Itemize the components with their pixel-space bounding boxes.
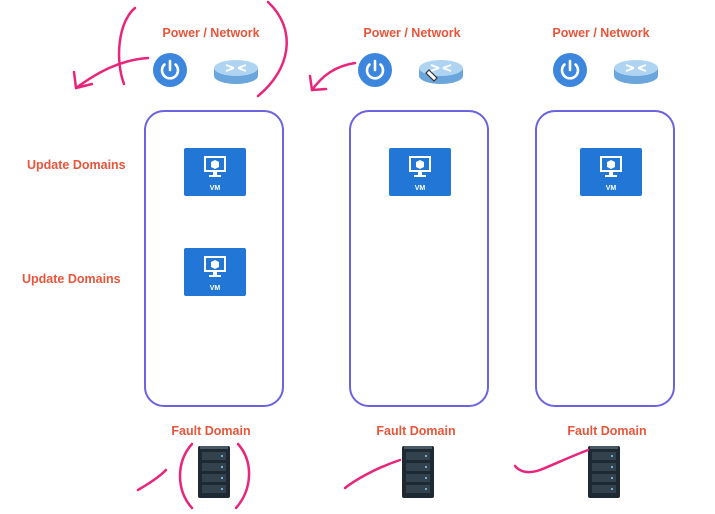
column-2-title: Power / Network — [363, 26, 461, 40]
fault-domain-box-2 — [349, 110, 489, 407]
vm-label: VM — [209, 285, 221, 292]
fault-domain-label-2: Fault Domain — [376, 424, 456, 438]
power-icon — [553, 53, 587, 87]
network-router-icon — [419, 60, 463, 84]
column-3-title: Power / Network — [552, 26, 650, 40]
annotation-arrow-1 — [74, 56, 150, 90]
server-rack-icon — [198, 446, 230, 498]
server-rack-icon — [588, 446, 620, 498]
network-router-icon — [214, 60, 258, 84]
power-icon — [358, 53, 392, 87]
update-domain-label-2: Update Domains — [22, 272, 121, 286]
vm-tile: VM — [389, 148, 451, 196]
annotation-check-1 — [136, 468, 168, 492]
monitor-cube-icon — [600, 156, 622, 177]
network-router-icon — [614, 60, 658, 84]
annotation-check-2 — [343, 458, 402, 490]
fault-domain-box-1 — [144, 110, 284, 407]
vm-tile: VM — [184, 148, 246, 196]
annotation-bracket-right — [256, 0, 288, 98]
vm-tile: VM — [184, 248, 246, 296]
annotation-arrow-2 — [310, 61, 357, 92]
vm-label: VM — [605, 185, 617, 192]
vm-tile: VM — [580, 148, 642, 196]
update-domain-label-1: Update Domains — [27, 158, 126, 172]
annotation-check-3 — [513, 448, 590, 474]
annotation-bracket-left — [117, 6, 137, 86]
annotation-paren-left — [178, 442, 194, 510]
column-1-title: Power / Network — [162, 26, 260, 40]
monitor-cube-icon — [204, 156, 226, 177]
fault-domain-box-3 — [535, 110, 675, 407]
annotation-paren-right — [234, 442, 251, 510]
server-rack-icon — [402, 446, 434, 498]
vm-label: VM — [414, 185, 426, 192]
monitor-cube-icon — [204, 256, 226, 277]
fault-domain-label-1: Fault Domain — [171, 424, 251, 438]
fault-domain-label-3: Fault Domain — [567, 424, 647, 438]
monitor-cube-icon — [409, 156, 431, 177]
vm-label: VM — [209, 185, 221, 192]
power-icon — [153, 53, 187, 87]
